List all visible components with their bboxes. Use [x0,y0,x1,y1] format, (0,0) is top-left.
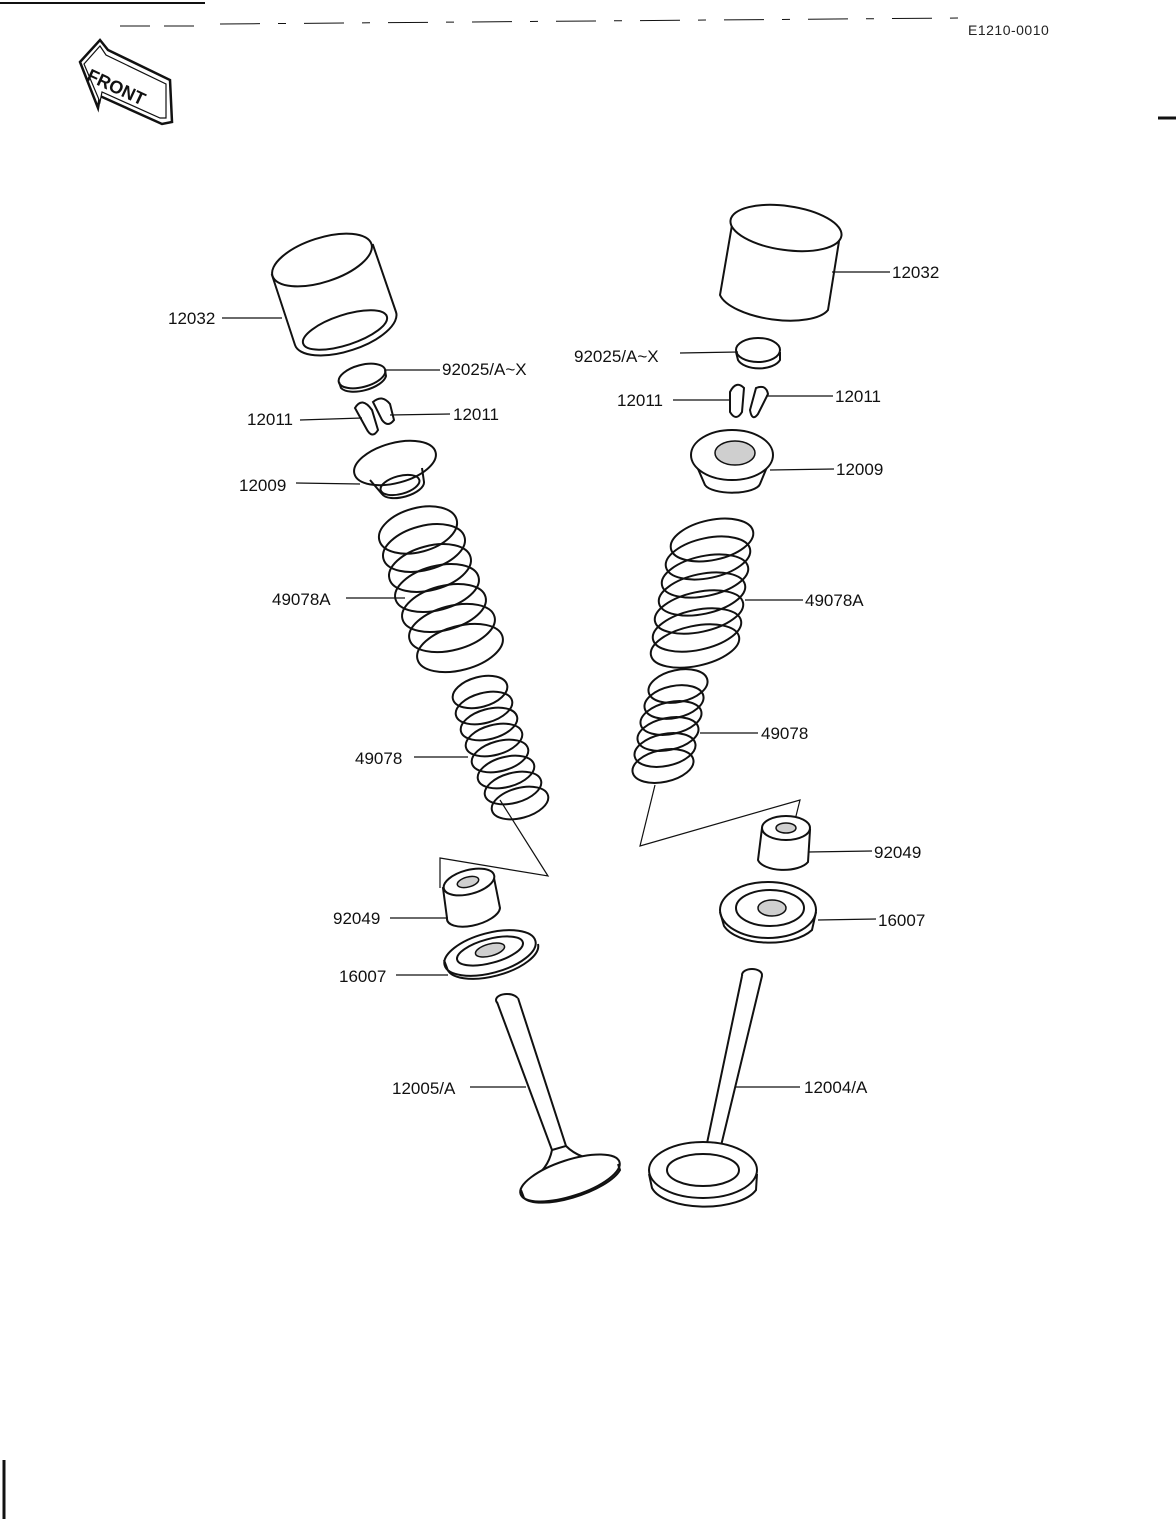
right-spring-seat-icon [719,881,817,944]
front-arrow-icon [78,38,174,126]
right-keeper-a-label: 12011 [617,391,664,410]
right-inner-spring-icon [631,668,709,784]
left-stem-seal-label: 92049 [333,909,381,928]
right-retainer-icon [690,429,774,494]
right-stem-seal-label: 92049 [874,843,922,862]
left-keepers-icon [353,397,396,436]
right-tappet-label: 12032 [892,263,940,282]
right-valve-label: 12004/A [804,1078,868,1097]
left-tappet-label: 12032 [168,309,216,328]
right-spring-seat-label: 16007 [878,911,926,930]
left-retainer-label: 12009 [239,476,287,495]
left-outer-spring-icon [377,505,504,674]
right-keeper-b-label: 12011 [835,387,882,406]
right-stem-seal-icon [756,815,812,871]
left-keeper-b-label: 12011 [453,405,500,424]
left-inner-spring-label: 49078 [355,749,403,768]
left-assembly-bracket [439,799,550,888]
left-valve-icon [495,993,622,1204]
leader-lines [222,271,890,1088]
right-shim-label: 92025/A~X [574,347,659,366]
right-outer-spring-icon [649,517,755,669]
left-shim-icon [337,362,388,393]
diagram-code: E1210-0010 [968,22,1050,38]
right-outer-spring-label: 49078A [805,591,864,610]
left-keeper-a-label: 12011 [247,410,294,429]
left-spring-seat-icon [443,929,540,980]
left-spring-seat-label: 16007 [339,967,387,986]
right-shim-icon [735,337,781,370]
left-outer-spring-label: 49078A [272,590,331,609]
left-valve-label: 12005/A [392,1079,456,1098]
left-inner-spring-icon [451,674,550,821]
left-stem-seal-icon [441,867,502,928]
right-keepers-icon [729,383,770,419]
right-valve-icon [648,968,763,1208]
right-tappet-icon [718,203,843,322]
left-shim-label: 92025/A~X [442,360,527,379]
right-inner-spring-label: 49078 [761,724,809,743]
right-retainer-label: 12009 [836,460,884,479]
left-retainer-icon [353,439,437,500]
left-tappet-icon [270,232,398,357]
